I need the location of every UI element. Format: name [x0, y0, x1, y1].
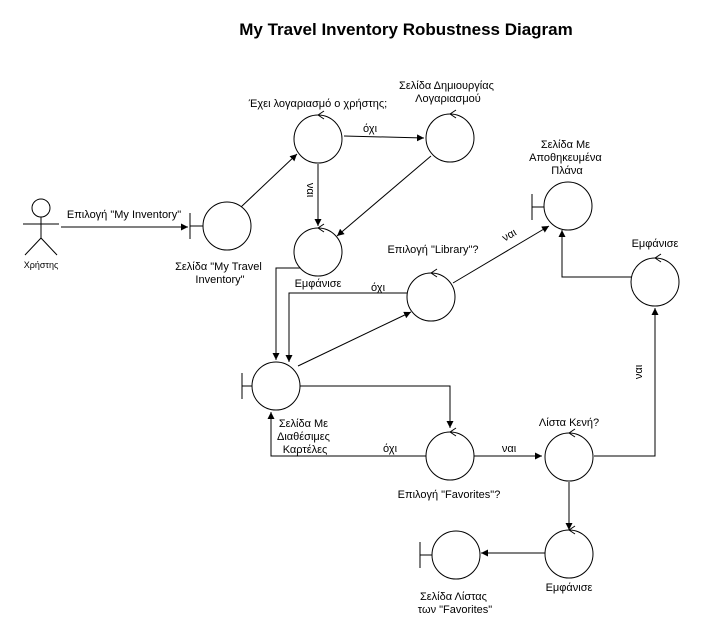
control-label: Εμφάνισε	[295, 278, 342, 290]
boundary-label-line: Αποθηκευμένα	[529, 152, 602, 164]
control-arrow-head-icon	[568, 525, 576, 535]
control-label-line: Εμφάνισε	[295, 278, 342, 290]
boundary-circle	[543, 181, 593, 231]
edge-label-no-account: όχι	[363, 123, 378, 135]
boundary-label-line: Σελίδα Με	[541, 139, 590, 151]
boundary-favorites-list-page: Σελίδα Λίστας των "Favorites"	[418, 530, 492, 616]
control-has-account: Έχει λογαριασμό ο χρήστης;	[248, 98, 387, 164]
control-arrow-head-icon	[568, 428, 576, 438]
edge-label-no-favorites: όχι	[383, 443, 398, 455]
control-label-line: Έχει λογαριασμό ο χρήστης;	[248, 98, 387, 110]
control-show-3: Εμφάνισε	[544, 525, 594, 594]
edge-label-yes-account: ναι	[304, 183, 316, 198]
boundary-label-line: Inventory"	[195, 274, 244, 286]
control-create-account-page: Σελίδα Δημιουργίας Λογαριασμού	[399, 80, 497, 163]
boundary-label: Σελίδα Με Αποθηκευμένα Πλάνα	[529, 139, 605, 177]
control-arrow-head-icon	[449, 427, 457, 437]
actor-left-leg	[24, 237, 42, 256]
boundary-label-line: Διαθέσιμες	[277, 431, 330, 443]
edge-label-select-inventory: Επιλογή "My Inventory"	[67, 209, 181, 221]
control-favorites-choice: Επιλογή "Favorites"?	[398, 427, 501, 501]
boundary-label-line: Πλάνα	[551, 165, 583, 177]
edge-inventory-to-has-account	[240, 153, 298, 208]
control-circle	[293, 227, 343, 277]
edge-label-yes-empty: ναι	[633, 364, 645, 379]
control-label-line: Εμφάνισε	[632, 238, 679, 250]
control-circle	[544, 529, 594, 579]
control-label-line: Εμφάνισε	[546, 582, 593, 594]
control-empty-list: Λίστα Κενή?	[539, 417, 599, 482]
edge-show-1-to-tabs-page	[272, 267, 301, 360]
boundary-saved-plans-page: Σελίδα Με Αποθηκευμένα Πλάνα	[529, 139, 605, 231]
control-show-1: Εμφάνισε	[293, 223, 343, 290]
boundary-circle	[251, 361, 301, 411]
control-circle	[425, 431, 475, 481]
boundary-label-line: Σελίδα "My Travel	[175, 261, 262, 273]
control-arrow-head-icon	[430, 268, 438, 278]
control-label-line: Σελίδα Δημιουργίας	[399, 80, 494, 92]
boundary-circle	[202, 201, 252, 251]
control-circle	[544, 432, 594, 482]
actor-user: Χρήστης	[23, 198, 59, 270]
control-circle	[630, 257, 680, 307]
boundary-label: Σελίδα Λίστας των "Favorites"	[418, 591, 492, 616]
control-arrow-head-icon	[317, 223, 325, 233]
control-circle	[293, 114, 343, 164]
control-label: Επιλογή "Favorites"?	[398, 489, 501, 501]
actor-right-leg	[40, 237, 58, 256]
edge-library-choice-to-tabs-page	[285, 292, 407, 362]
boundary-label: Σελίδα "My Travel Inventory"	[175, 261, 265, 286]
control-circle	[425, 113, 475, 163]
control-label: Εμφάνισε	[632, 238, 679, 250]
boundary-label-line: των "Favorites"	[418, 604, 492, 616]
control-label: Έχει λογαριασμό ο χρήστης;	[248, 98, 387, 110]
control-show-2: Εμφάνισε	[630, 238, 680, 307]
edge-has-account-to-create-account	[343, 134, 425, 142]
control-label: Λίστα Κενή?	[539, 417, 599, 429]
edge-show-2-to-saved-plans	[558, 230, 632, 278]
edge-label-yes-favorites: ναι	[502, 443, 517, 455]
edge-library-choice-to-saved-plans	[452, 225, 550, 284]
edge-tabs-page-to-library-choice	[297, 311, 412, 367]
edge-label-no-library: όχι	[371, 282, 386, 294]
boundary-inventory-page: Σελίδα "My Travel Inventory"	[175, 201, 265, 286]
actor-label: Χρήστης	[24, 260, 59, 270]
control-label-line: Λίστα Κενή?	[539, 417, 599, 429]
control-arrow-head-icon	[654, 253, 662, 263]
edge-create-account-to-show-1	[336, 155, 432, 237]
edge-tabs-page-to-favorites-choice	[300, 385, 454, 428]
control-label-line: Επιλογή "Library"?	[387, 244, 478, 256]
boundary-circle	[431, 530, 481, 580]
boundary-label-line: Καρτέλες	[283, 444, 328, 456]
control-label: Σελίδα Δημιουργίας Λογαριασμού	[399, 80, 497, 105]
control-label-line: Λογαριασμού	[415, 93, 481, 105]
boundary-label-line: Σελίδα Λίστας	[420, 591, 487, 603]
control-arrow-head-icon	[317, 110, 325, 120]
edge-labels: Επιλογή "My Inventory" όχι ναι ναι όχι ό…	[67, 123, 645, 455]
edge-empty-list-to-show-2	[594, 308, 659, 457]
control-library-choice: Επιλογή "Library"?	[387, 244, 479, 322]
edges	[61, 134, 659, 557]
control-circle	[406, 272, 456, 322]
boundary-label-line: Σελίδα Με	[279, 418, 328, 430]
edge-label-yes-library: ναι	[500, 226, 519, 244]
boundary-label: Σελίδα Με Διαθέσιμες Καρτέλες	[277, 418, 333, 456]
boundary-tabs-page: Σελίδα Με Διαθέσιμες Καρτέλες	[241, 361, 333, 456]
control-arrow-head-icon	[449, 109, 457, 119]
control-label: Επιλογή "Library"?	[387, 244, 478, 256]
control-label: Εμφάνισε	[546, 582, 593, 594]
diagram-title: My Travel Inventory Robustness Diagram	[239, 20, 573, 39]
edge-favorites-choice-to-tabs-page	[267, 412, 426, 457]
actor-head-icon	[31, 198, 51, 218]
control-label-line: Επιλογή "Favorites"?	[398, 489, 501, 501]
